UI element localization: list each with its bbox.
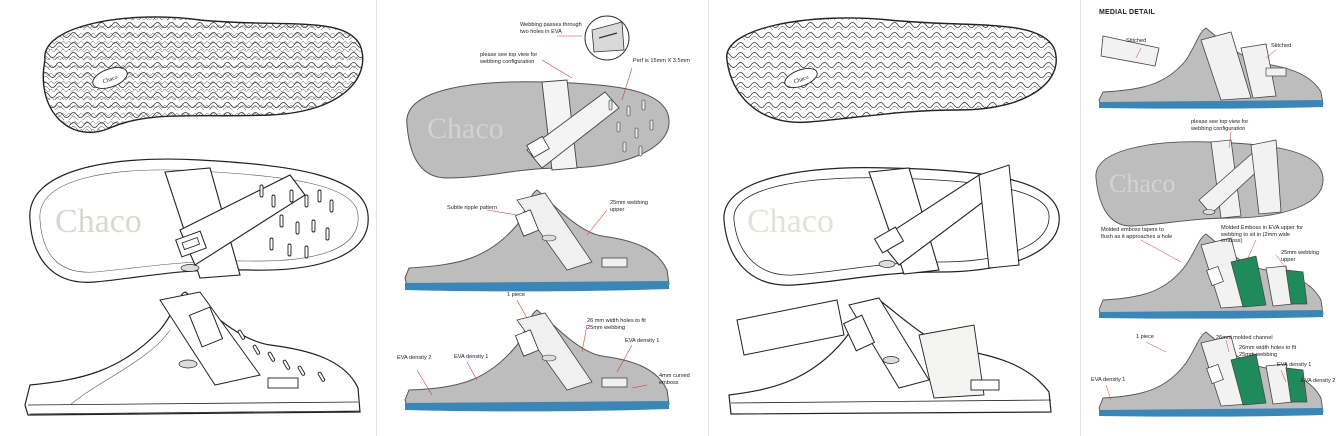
panel-sandal-line-drawings: Chaco Chaco [709,0,1079,436]
callout-molded-channel: 26mm molded channel [1216,335,1273,341]
sandal-side-view [728,297,1052,415]
wordmark-watermark: Chaco [55,203,142,240]
clog-line-drawings: Chaco Chaco [24,16,369,416]
callout-see-top-view: please see top view for webbing configur… [1191,119,1249,132]
panel-divider [376,0,377,436]
clog-top-view: Chaco [29,158,369,283]
clog-color-drawings: Chaco [404,15,670,412]
panel-clog-color-callouts: Chaco [377,0,707,436]
svg-text:Chaco: Chaco [102,75,118,86]
sandal-line-drawings: Chaco Chaco [723,17,1060,415]
callout-one-piece: 1 piece [507,292,526,298]
callout-eva-density-2: EVA density 2 [1301,378,1336,384]
callout-eva-density-1b: EVA density 1 [1277,362,1312,368]
callout-stitched-right: Stitched [1271,43,1292,49]
callout-webbing-upper: 25mm webbing upper [1281,250,1319,263]
medial-view-2-top: Chaco [1095,139,1324,227]
svg-text:Chaco: Chaco [793,75,809,86]
callout-ripple: Subtle ripple pattern [447,205,498,211]
medial-detail-heading: MEDIAL DETAIL [1099,9,1156,16]
grey-side-view-2 [404,309,670,412]
panel-clog-line-drawings: Chaco Chaco [0,0,375,436]
callout-width-holes: 26mm width holes to fit 25mm webbing [1239,345,1297,358]
clog-side-view [24,291,361,416]
svg-text:Chaco: Chaco [747,203,834,240]
callout-emboss-upper: Molded Emboss in EVA upper for webbing t… [1221,225,1303,244]
callout-one-piece: 1 piece [1136,334,1155,340]
medial-view-3 [1098,233,1324,319]
svg-text:Chaco: Chaco [427,112,504,145]
callout-eva-density-1b: EVA density 1 [625,338,660,344]
sandal-outsole-bottom-view: Chaco [726,17,1057,123]
medial-detail-drawings: Chaco [1095,27,1324,417]
callout-eva-density-1a: EVA density 1 [1091,377,1126,383]
grey-side-view-1 [404,189,670,292]
callout-emboss-tapers: Molded emboss tapers to flush as it appr… [1101,227,1173,240]
panel-divider [1080,0,1081,436]
medial-view-4 [1098,331,1324,417]
callout-stitched-left: Stitched [1126,38,1147,44]
grey-top-view: Chaco [406,79,670,179]
svg-text:Chaco: Chaco [1109,169,1175,198]
callout-webbing-upper: 25mm webbing upper [610,200,648,213]
panel-medial-detail: MEDIAL DETAIL Chaco [1081,0,1341,436]
outsole-bottom-view: Chaco [42,16,364,134]
medial-view-1 [1098,27,1324,109]
callout-webbing-holes: Webbing passes through two holes in EVA [520,22,582,35]
callout-eva-density-1a: EVA density 1 [454,354,489,360]
callout-eva-density-2: EVA density 2 [397,355,432,361]
callout-width-holes: 26 mm width holes to fit 25mm webbing [587,318,646,331]
callout-curved-emboss: 4mm curved emboss [659,373,690,386]
sandal-top-view: Chaco [723,164,1060,286]
callout-perf: Perf is 15mm X 3.5mm [633,58,690,64]
callout-see-top-view: please see top view for webbing configur… [480,52,538,65]
panel-divider [708,0,709,436]
